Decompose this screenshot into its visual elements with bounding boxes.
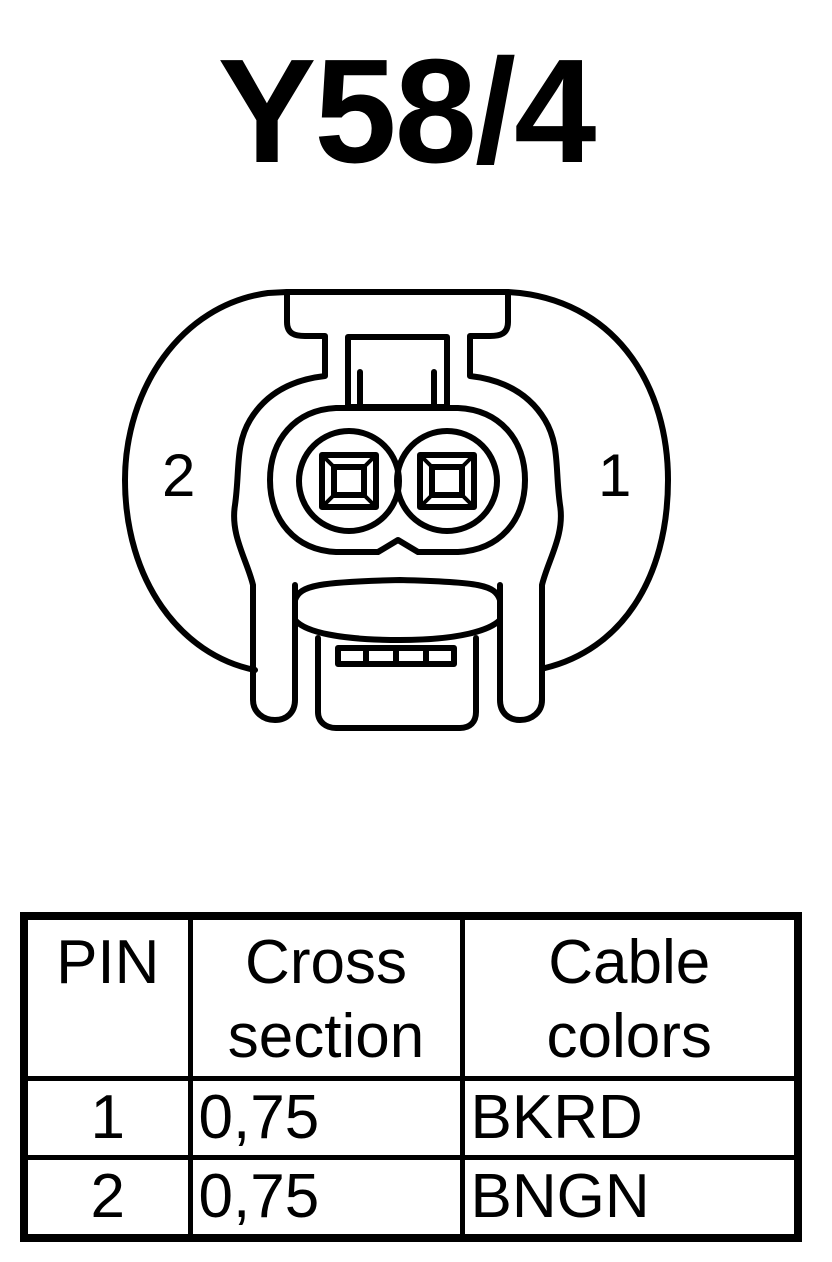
top-latch xyxy=(284,289,564,723)
header-cable-colors-line-2: colors xyxy=(546,1002,712,1071)
header-cable-colors-line-1: Cable xyxy=(548,928,711,997)
connector-title: Y58/4 xyxy=(217,29,597,194)
pin-label-left: 2 xyxy=(162,442,195,509)
table-row: 2 0,75 BNGN xyxy=(21,1155,801,1241)
lower-key xyxy=(315,635,479,731)
pin-1-circle xyxy=(394,428,500,534)
header-cross-section: Cross section xyxy=(187,913,465,1081)
cell-pin: 2 xyxy=(21,1155,193,1241)
header-cross-section-line-1: Cross xyxy=(245,928,407,997)
cell-cable-color: BKRD xyxy=(459,1076,801,1160)
header-cross-section-line-2: section xyxy=(227,1002,425,1071)
header-cable-colors: Cable colors xyxy=(459,913,801,1081)
pin-assignment-table: PIN Cross section Cable colors 1 0,75 BK… xyxy=(20,912,802,1242)
cell-pin: 1 xyxy=(21,1076,193,1160)
lower-bridge xyxy=(292,577,503,643)
connector-diagram: 2 1 xyxy=(122,289,671,731)
outer-housing xyxy=(122,289,671,673)
header-pin-label: PIN xyxy=(56,928,160,997)
pin-label-right: 1 xyxy=(598,442,631,509)
table-row: 1 0,75 BKRD xyxy=(21,1076,801,1160)
cell-cross-section: 0,75 xyxy=(187,1076,465,1160)
cell-cable-color: BNGN xyxy=(459,1155,801,1241)
table-header-row: PIN Cross section Cable colors xyxy=(21,913,801,1081)
pin-cavity xyxy=(267,405,528,555)
header-pin: PIN xyxy=(21,913,193,1081)
pin-2-circle xyxy=(296,428,402,534)
cell-cross-section: 0,75 xyxy=(187,1155,465,1241)
